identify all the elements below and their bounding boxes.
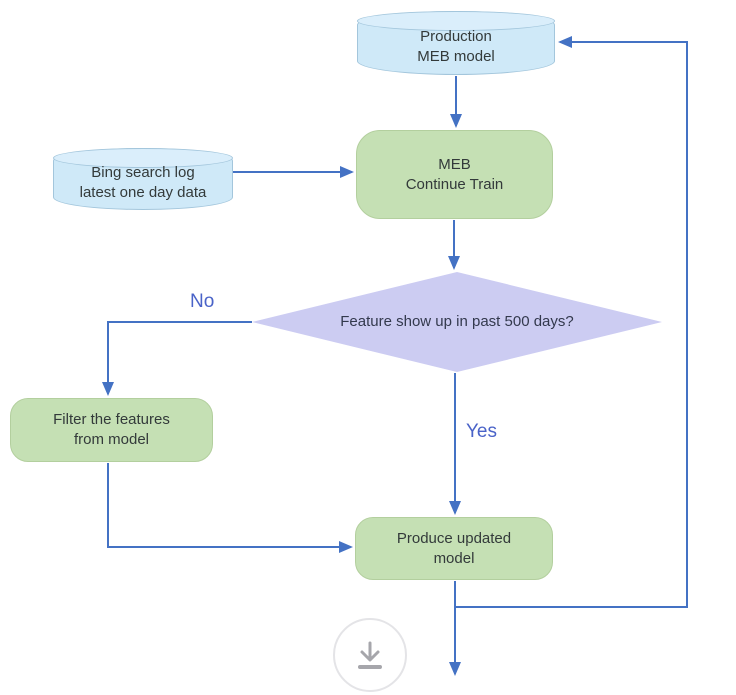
arrow-filter-to-produce	[107, 463, 353, 553]
node-label: MEB Continue Train	[406, 155, 504, 195]
yes-branch-label: Yes	[466, 421, 497, 442]
feature-show-up-decision: Feature show up in past 500 days?	[252, 272, 662, 372]
node-label-line: model	[433, 549, 475, 567]
node-label-line: Bing search log	[91, 164, 195, 181]
node-label-line: from model	[73, 431, 150, 448]
cylinder-lid	[357, 11, 555, 31]
node-label-line: Filter the features	[53, 411, 170, 428]
node-label-line: latest one day data	[79, 184, 207, 201]
node-label: Production MEB model	[417, 19, 495, 67]
cylinder-lid	[53, 148, 233, 168]
node-label-line: Production	[420, 28, 492, 45]
production-meb-model-datastore: Production MEB model	[357, 11, 555, 75]
node-label: Bing search log latest one day data	[80, 155, 207, 203]
download-arrow-icon	[358, 641, 382, 669]
decision-label: Feature show up in past 500 days?	[340, 313, 574, 330]
no-branch-label: No	[190, 291, 215, 312]
node-label-line: Continue Train	[405, 175, 504, 193]
node-label: Produce updated model	[397, 529, 511, 569]
download-button[interactable]	[333, 618, 407, 692]
arrow-decision-no-to-filter	[102, 321, 252, 396]
meb-continue-train-process: MEB Continue Train	[356, 130, 553, 219]
produce-updated-model-process: Produce updated model	[355, 517, 553, 580]
node-label-line: MEB	[438, 155, 471, 173]
node-label-line: MEB model	[417, 48, 495, 65]
bing-search-log-datastore: Bing search log latest one day data	[53, 148, 233, 210]
filter-features-process: Filter the features from model	[10, 398, 213, 462]
node-label: Filter the features from model	[53, 410, 170, 450]
node-label-line: Produce updated	[396, 529, 512, 547]
